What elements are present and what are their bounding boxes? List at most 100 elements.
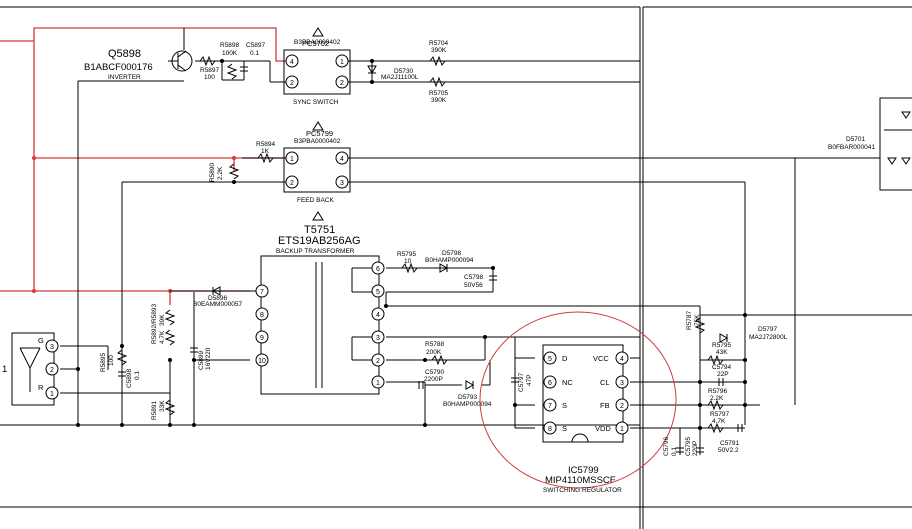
r5890-value: 2.2K [217, 166, 224, 180]
r5897-ref: R5897 [200, 67, 220, 74]
warning-icon [312, 121, 324, 131]
ic-pin-vcc: VCC [593, 354, 609, 363]
connector-label: 1 [2, 364, 7, 375]
ic-pin-s1: S [562, 401, 567, 410]
q5898-func: INVERTER [108, 74, 141, 81]
r5795-ref: R5795 [397, 251, 417, 258]
d5793-part: B0HAMP000094 [443, 401, 492, 408]
svg-text:8: 8 [548, 426, 552, 433]
d5798-ref: D5798 [442, 250, 462, 257]
c5897-value: 0.1 [250, 50, 259, 57]
t5751-part: ETS19AB256AG [278, 235, 361, 247]
svg-text:5: 5 [548, 356, 552, 363]
c5898-value: 0.1 [134, 371, 141, 380]
c5791-ref: C5791 [720, 440, 740, 447]
r5891-ref: R5891 [151, 400, 158, 420]
frame-lines [0, 6, 912, 529]
r5891-value: 33K [159, 400, 166, 412]
warning-icon [312, 27, 324, 37]
pc5799-func: FEED BACK [297, 197, 335, 204]
r5897-value: 100 [204, 74, 215, 81]
r5795b-ref: R5795 [712, 342, 732, 349]
r5796-value: 2.2K [710, 395, 724, 402]
t5751-func: BACKUP TRANSFORMER [276, 248, 355, 255]
c5796-value: 0.1 [671, 447, 678, 456]
r5704-ref: R5704 [429, 40, 449, 47]
r5898-value: 100K [222, 50, 238, 57]
svg-text:10: 10 [258, 358, 266, 365]
ic-pin-fb: FB [600, 401, 610, 410]
svg-text:G: G [38, 336, 44, 345]
pc5702-optocoupler: 4 2 1 2 PC5702 B3PBA0000402 SYNC SWITCH [283, 27, 351, 106]
ic-pin-nc: NC [562, 378, 573, 387]
c5897-ref: C5897 [246, 42, 266, 49]
svg-text:4: 4 [290, 59, 294, 66]
q5898-part: B1ABCF000176 [84, 62, 153, 73]
svg-text:R: R [38, 383, 44, 392]
pc5702-part: B3PBA0000402 [294, 39, 341, 46]
component-labels: R5898 100K C5897 0.1 R5897 100 D5730 MA2… [100, 40, 788, 456]
c5899-ref: C5899 [198, 350, 205, 370]
pc5799-part: B3PBA0000402 [294, 138, 341, 145]
r5895-ref: R5895 [100, 352, 107, 372]
svg-text:4: 4 [340, 156, 344, 163]
q5898-ref: Q5898 [108, 48, 141, 60]
r5705-ref: R5705 [429, 90, 449, 97]
svg-text:1: 1 [290, 156, 294, 163]
ic5799-part: MIP4110MSSCF [545, 475, 616, 486]
svg-text:4: 4 [376, 312, 380, 319]
d5701-part: B0FBAR000041 [828, 144, 875, 151]
r5704-value: 390K [431, 47, 447, 54]
r5892-value: 39K [159, 314, 166, 326]
ic5799: 5 6 7 8 4 3 2 1 D NC S S VCC CL FB VDD I… [479, 311, 677, 494]
capacitor-diode-symbols [118, 65, 743, 453]
svg-text:5: 5 [376, 289, 380, 296]
svg-text:2: 2 [290, 180, 294, 187]
q5898-transistor: Q5898 B1ABCF000176 INVERTER [84, 48, 193, 81]
c5796-ref: C5796 [663, 436, 670, 456]
svg-text:2: 2 [50, 367, 54, 374]
r5795b-value: 43K [716, 349, 728, 356]
r5893-value: 4.7K [159, 330, 166, 344]
c5795-ref: C5795 [685, 436, 692, 456]
t5751-transformer: 7 8 9 10 6 5 4 3 2 1 T5751 ETS19AB256AG … [255, 211, 385, 395]
pc5702-ref: PC5702 [302, 39, 329, 48]
svg-text:2: 2 [376, 358, 380, 365]
r5895-value: 100 [108, 355, 115, 366]
r5894-ref: R5894 [256, 141, 276, 148]
svg-text:7: 7 [548, 403, 552, 410]
r5890-ref: R5890 [209, 162, 216, 182]
wiring [0, 28, 912, 455]
svg-text:4: 4 [620, 356, 624, 363]
svg-text:1: 1 [50, 391, 54, 398]
r5797-ref: R5797 [710, 411, 730, 418]
d5896-part: B0EAMM000057 [193, 301, 243, 308]
ic5799-ref: IC5799 [568, 465, 599, 476]
d5701-ref: D5701 [846, 136, 866, 143]
svg-text:2: 2 [290, 80, 294, 87]
svg-text:7: 7 [260, 289, 264, 296]
svg-text:3: 3 [620, 380, 624, 387]
svg-text:2: 2 [620, 403, 624, 410]
ic-pin-vdd: VDD [595, 424, 611, 433]
r5788-value: 200K [426, 349, 442, 356]
c5794-value: 22P [717, 371, 729, 378]
r5797-value: 4.7K [712, 418, 726, 425]
r5795-value: 10 [404, 258, 412, 265]
d5798-part: B0HAMP000094 [425, 257, 474, 264]
r5705-value: 390K [431, 97, 447, 104]
r5894-value: 1K [261, 148, 270, 155]
c5795-value: 220P [692, 441, 699, 456]
warning-icon [312, 211, 324, 221]
ic-pin-cl: CL [600, 378, 610, 387]
pc5799-ref: PC5799 [306, 129, 333, 138]
c5797-value: 47P [526, 374, 533, 386]
d5797-ref: D5797 [758, 326, 778, 333]
ic-pin-s2: S [562, 424, 567, 433]
svg-text:1: 1 [620, 426, 624, 433]
r5796-ref: R5796 [708, 388, 728, 395]
r5898-ref: R5898 [220, 42, 240, 49]
svg-text:2: 2 [340, 80, 344, 87]
c5791-value: 50V2.2 [718, 447, 739, 454]
